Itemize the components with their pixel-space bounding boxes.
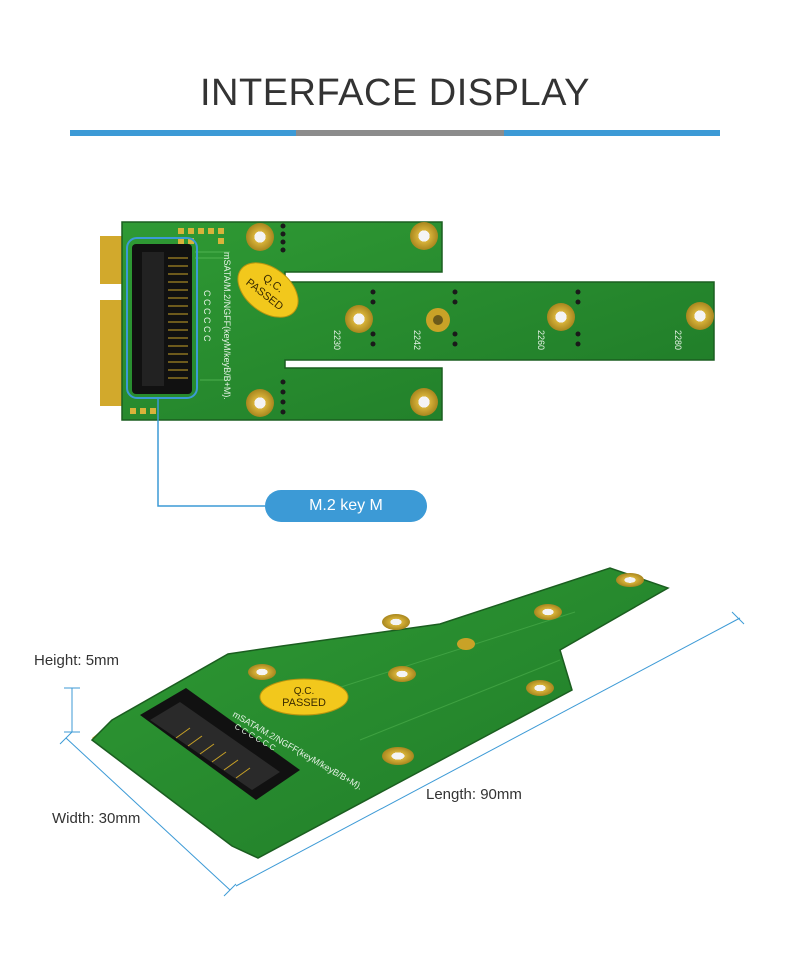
silk-caps-top: C C C C C C	[202, 290, 212, 342]
qc-text-line2-perspective: PASSED	[282, 697, 326, 709]
m2-connector-perspective	[140, 688, 300, 800]
mount-holes-top	[246, 222, 714, 417]
pcb-perspective	[90, 567, 670, 859]
callout-label: M.2 key M	[265, 490, 427, 522]
length-label-2230: 2230	[332, 330, 342, 350]
qc-text-line1-perspective: Q.C.	[294, 686, 315, 697]
qc-passed-sticker-perspective: Q.C. PASSED	[259, 678, 349, 716]
title-underline-left	[70, 130, 296, 136]
length-label-2242: 2242	[412, 330, 422, 350]
connector-highlight	[126, 237, 198, 399]
length-label-2260: 2260	[536, 330, 546, 350]
page-title: INTERFACE DISPLAY	[199, 72, 590, 114]
callout-line	[157, 398, 265, 507]
gold-fingers-top	[100, 236, 124, 406]
silk-label-top: mSATA/M.2/NGFF(keyM/keyB/B+M).	[222, 252, 232, 400]
qc-passed-sticker-top: Q.C. PASSED	[237, 262, 299, 318]
mount-holes-perspective	[248, 573, 644, 765]
top-view-board: Q.C. PASSED mSATA/M.2/NGFF(keyM/keyB/B+M…	[100, 221, 715, 507]
m2-connector-top	[126, 237, 198, 399]
length-dimension-label: Length: 90mm	[426, 786, 522, 803]
title-underline-right	[504, 130, 720, 136]
perspective-board: Q.C. PASSED mSATA/M.2/NGFF(keyM/keyB/B+M…	[59, 567, 745, 897]
height-dimension-label: Height: 5mm	[34, 652, 120, 669]
width-dimension-label: Width: 30mm	[52, 810, 141, 827]
dimension-lines	[59, 611, 745, 897]
length-label-2280: 2280	[673, 330, 683, 350]
title-underline-middle	[296, 130, 504, 136]
